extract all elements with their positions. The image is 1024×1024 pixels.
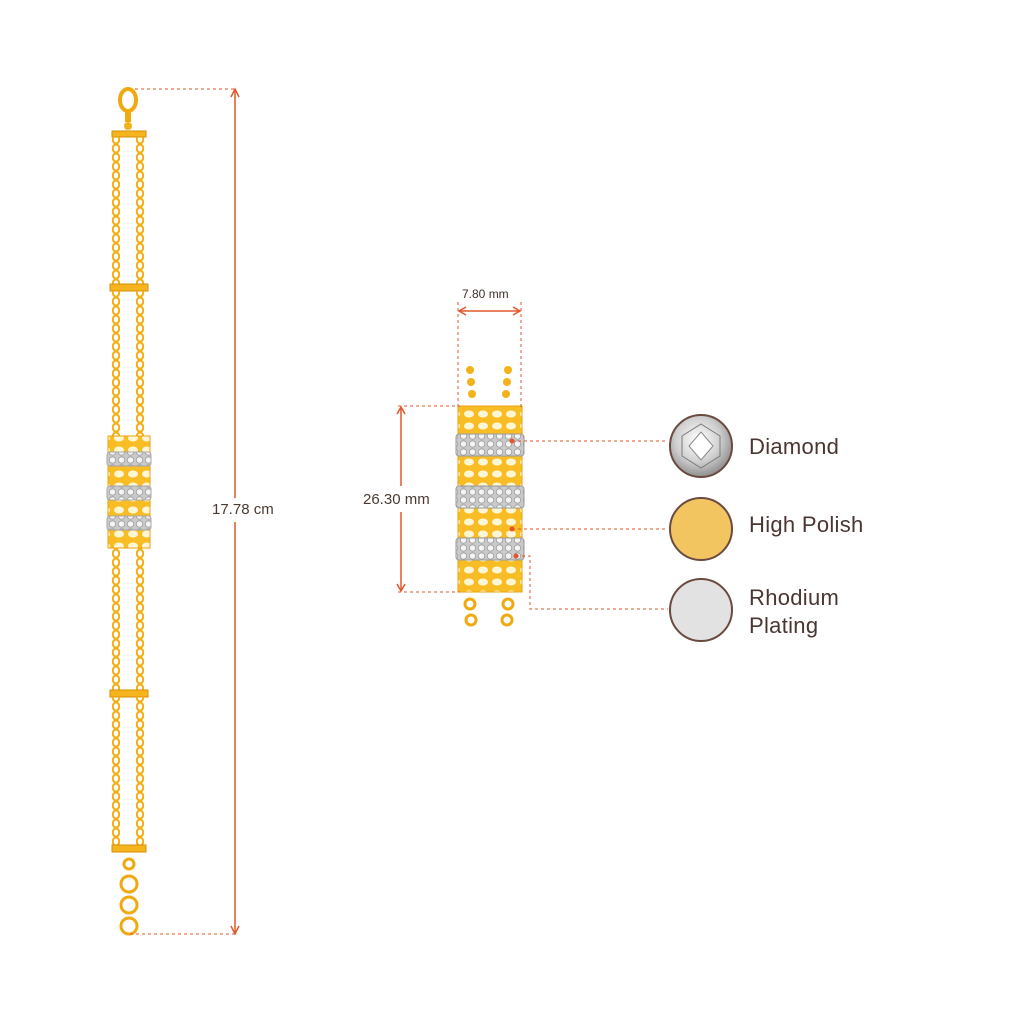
height-label: 26.30 mm <box>363 491 430 508</box>
leader-dots <box>509 438 519 559</box>
chain-strand <box>112 548 120 690</box>
detail-top-links <box>466 366 512 398</box>
chain-strand <box>136 548 144 690</box>
end-bar-top <box>111 130 147 138</box>
chain-strand <box>112 137 120 285</box>
rhodium-swatch-icon <box>669 578 733 642</box>
chain-strand <box>136 137 144 285</box>
high-polish-swatch-icon <box>669 497 733 561</box>
chain-strand <box>136 291 144 439</box>
detail-diamond-row <box>455 485 525 509</box>
legend-leader-lines <box>512 440 668 610</box>
bracelet-full-view <box>106 87 152 936</box>
detail-diamond-row <box>455 537 525 561</box>
chain-strand <box>112 291 120 439</box>
lobster-clasp <box>118 87 138 130</box>
extension-rings <box>119 857 139 936</box>
bracelet-center-motif <box>106 435 152 549</box>
length-dimension <box>130 87 240 936</box>
bracelet-detail-view <box>455 366 525 627</box>
height-dimension <box>396 405 460 593</box>
legend-high-polish-label: High Polish <box>749 512 864 537</box>
legend-diamond-label: Diamond <box>749 434 840 459</box>
width-label: 7.80 mm <box>462 287 509 301</box>
end-bar-bottom <box>111 844 147 853</box>
diamond-swatch-icon <box>669 414 733 478</box>
spacer-bar <box>109 689 149 698</box>
spacer-bar <box>109 283 149 292</box>
chain-strand <box>136 697 144 845</box>
detail-diamond-row <box>455 433 525 457</box>
chain-strand <box>112 697 120 845</box>
detail-bottom-links <box>463 597 515 627</box>
width-dimension <box>457 302 522 408</box>
length-label: 17.78 cm <box>212 501 274 518</box>
legend-rhodium-label: Rhodium Plating <box>749 585 840 638</box>
